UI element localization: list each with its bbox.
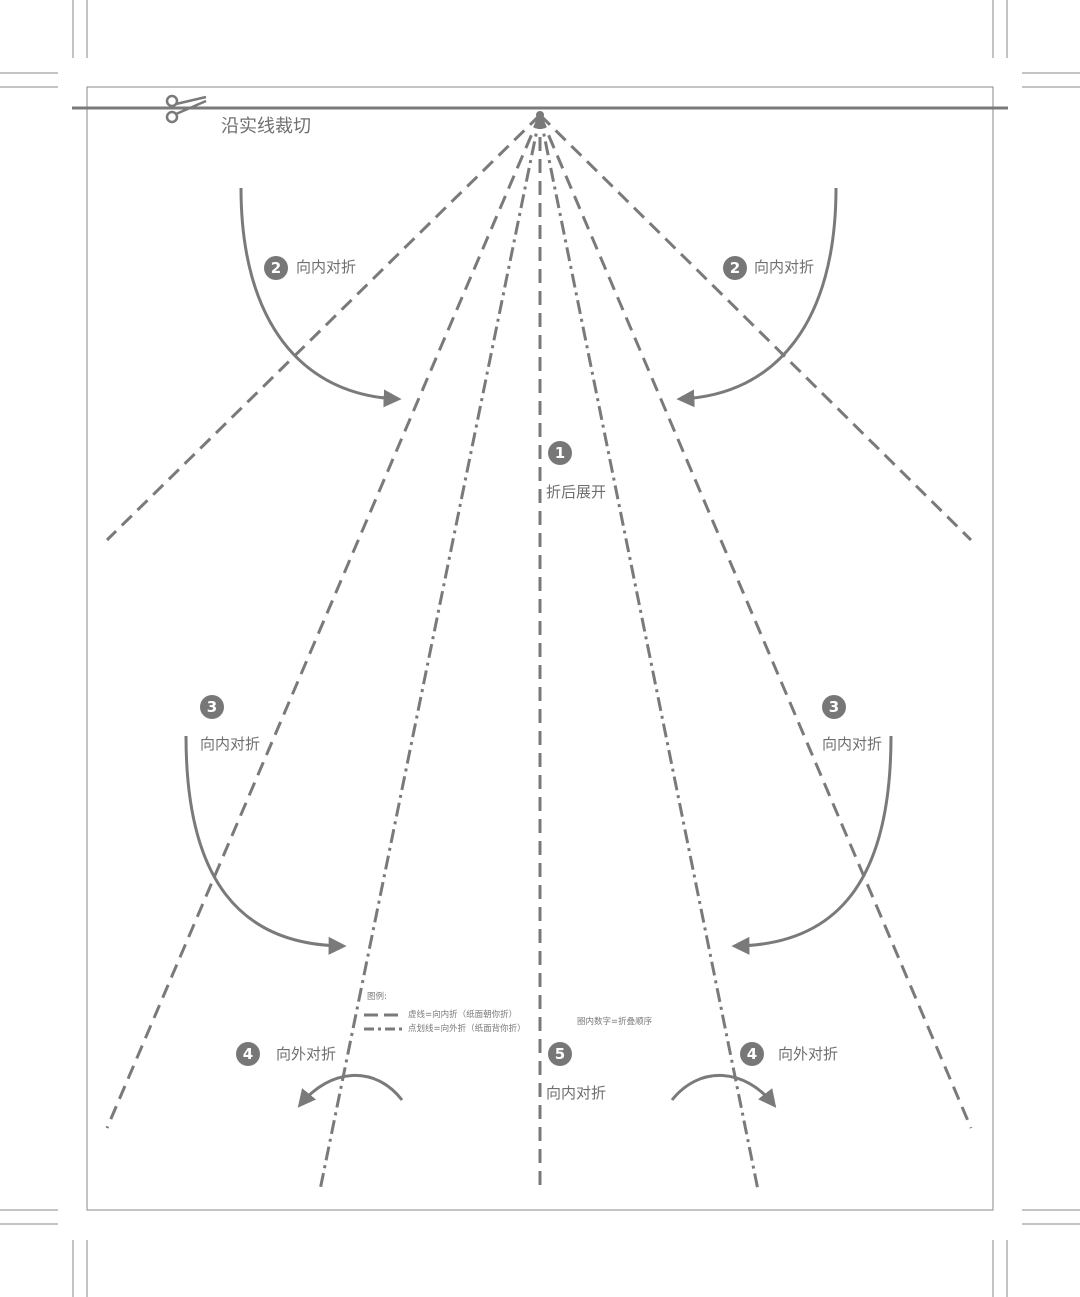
fold-line-inner-left xyxy=(318,114,542,1191)
step-label-5: 向内对折 xyxy=(546,1084,607,1102)
arrow-step4-left xyxy=(297,1074,404,1108)
step-badge-1: 1 xyxy=(548,441,572,465)
step-badge-5: 5 xyxy=(548,1042,572,1066)
step-badge-4-right: 4 xyxy=(740,1042,764,1066)
arrow-step3-left xyxy=(184,735,347,955)
fold-line-inner-right xyxy=(538,114,760,1191)
legend-dashdot-text: 点划线=向外折（纸面背你折） xyxy=(408,1024,526,1034)
step-label-2-left: 向内对折 xyxy=(296,258,357,276)
legend-title: 图例: xyxy=(367,992,387,1002)
step-badge-4-left: 4 xyxy=(236,1042,260,1066)
inward-fold-lines xyxy=(105,113,973,1190)
step-label-1: 折后展开 xyxy=(546,483,607,501)
step-badge-2-left: 2 xyxy=(264,256,288,280)
step-badge-3-left: 3 xyxy=(200,695,224,719)
sheet-frame xyxy=(86,86,994,1211)
arrow-step4-right xyxy=(670,1074,777,1108)
step-badge-3-right: 3 xyxy=(822,695,846,719)
fold-line-mid-right xyxy=(538,114,973,1129)
fold-arrows xyxy=(184,187,893,1108)
arrow-step2-left xyxy=(239,187,402,408)
legend-samples xyxy=(364,1013,402,1031)
step-label-3-left: 向内对折 xyxy=(200,735,261,753)
fold-line-outer-left xyxy=(105,113,542,542)
fold-line-outer-right xyxy=(538,113,973,542)
legend-order-note: 圈内数字=折叠顺序 xyxy=(577,1017,653,1027)
step-label-3-right: 向内对折 xyxy=(822,735,883,753)
step-label-4-left: 向外对折 xyxy=(276,1045,337,1063)
outward-fold-lines xyxy=(318,114,760,1191)
step-badge-2-right: 2 xyxy=(723,256,747,280)
legend-dashed-text: 虚线=向内折（纸面朝你折） xyxy=(408,1010,518,1020)
arrow-step3-right xyxy=(731,735,893,955)
scissors-icon xyxy=(165,94,207,124)
step-label-4-right: 向外对折 xyxy=(778,1045,839,1063)
step-label-2-right: 向内对折 xyxy=(754,258,815,276)
fold-line-mid-left xyxy=(105,114,542,1129)
arrow-step2-right xyxy=(676,187,838,408)
cut-instruction: 沿实线裁切 xyxy=(221,116,311,137)
